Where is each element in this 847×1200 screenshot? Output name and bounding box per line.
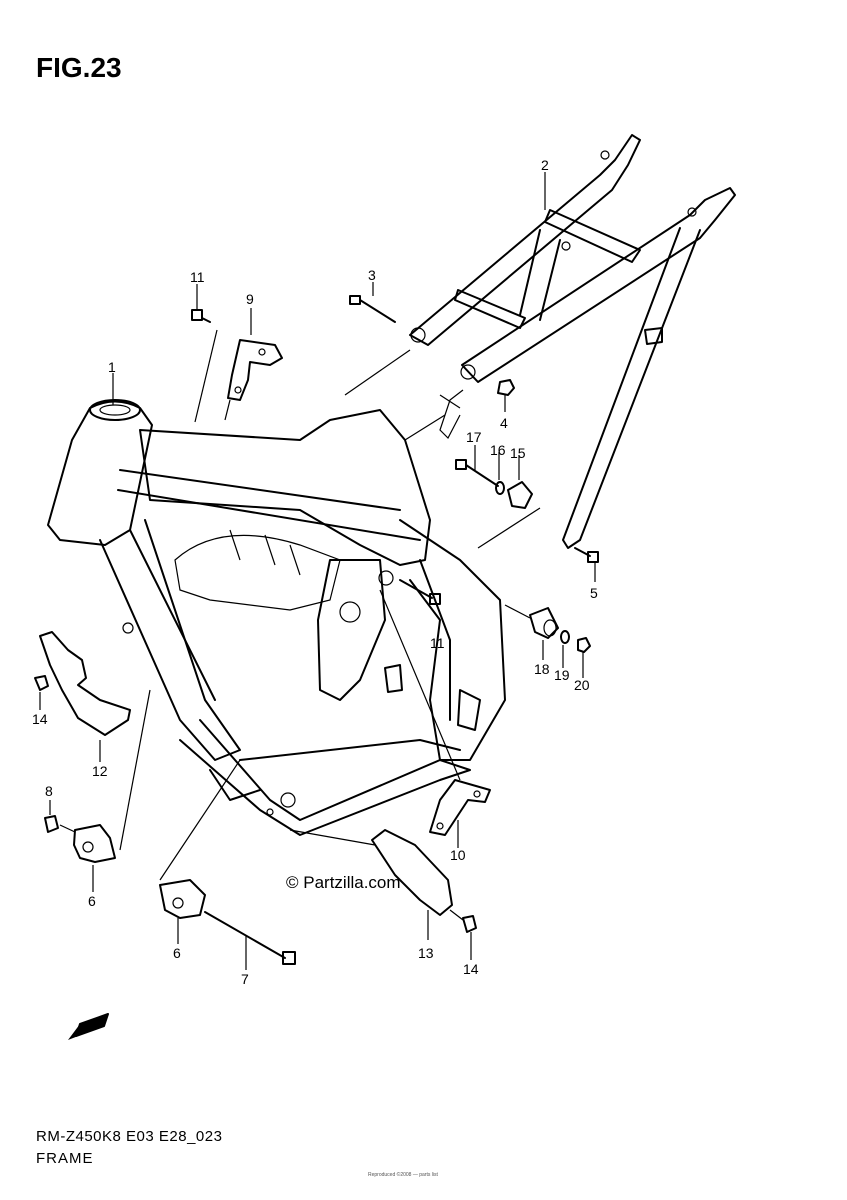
- engine-mount-6-nut-8: [44, 815, 116, 863]
- figure-code: RM-Z450K8 E03 E28_023: [36, 1128, 223, 1145]
- callout-19: 19: [554, 667, 570, 683]
- engine-mount-6-bolt-7: [159, 879, 296, 965]
- fine-print: Reproduced ©2008 — parts list: [368, 1172, 438, 1178]
- callout-11-mid: 11: [430, 635, 445, 651]
- callout-labels: 1 2 3 4 5 6 6 7 8 9 10 11 11 12 13 14 14…: [32, 157, 598, 987]
- bolt-17-washer-16-collar-15: [455, 459, 533, 509]
- callout-1: 1: [108, 359, 116, 375]
- callout-7: 7: [241, 971, 249, 987]
- rear-subframe: [409, 134, 736, 549]
- bolt-5: [574, 547, 599, 563]
- callout-3: 3: [368, 267, 376, 283]
- bracket-10: [429, 779, 491, 836]
- callout-5: 5: [590, 585, 598, 601]
- callout-8: 8: [45, 783, 53, 799]
- callout-17: 17: [466, 429, 482, 445]
- leader-lines: [39, 172, 596, 970]
- partzilla-watermark: © Partzilla.com: [286, 873, 401, 892]
- callout-16: 16: [490, 442, 506, 458]
- bolt-11-mid: [399, 579, 441, 605]
- callout-15: 15: [510, 445, 526, 461]
- frame-guard-12: [34, 631, 131, 736]
- bolt-3: [349, 295, 396, 323]
- callout-20: 20: [574, 677, 590, 693]
- callout-13: 13: [418, 945, 434, 961]
- callout-4: 4: [500, 415, 508, 431]
- callout-14-lower: 14: [463, 961, 479, 977]
- callout-6-lower: 6: [173, 945, 181, 961]
- collar-18-washer-19-nut-20: [529, 607, 591, 653]
- callout-12: 12: [92, 763, 108, 779]
- figure-title: FIG.23: [36, 52, 122, 83]
- callout-6: 6: [88, 893, 96, 909]
- nut-4: [439, 379, 515, 440]
- figure-name: FRAME: [36, 1150, 94, 1167]
- callout-10: 10: [450, 847, 466, 863]
- callout-9: 9: [246, 291, 254, 307]
- main-frame: [47, 399, 506, 836]
- bolt-11-bracket-9: [191, 309, 283, 401]
- fwd-arrow-icon: FWD: [68, 1013, 109, 1040]
- callout-2: 2: [541, 157, 549, 173]
- frame-guard-13: [371, 829, 477, 933]
- callout-18: 18: [534, 661, 550, 677]
- callout-11: 11: [190, 269, 205, 285]
- callout-14: 14: [32, 711, 48, 727]
